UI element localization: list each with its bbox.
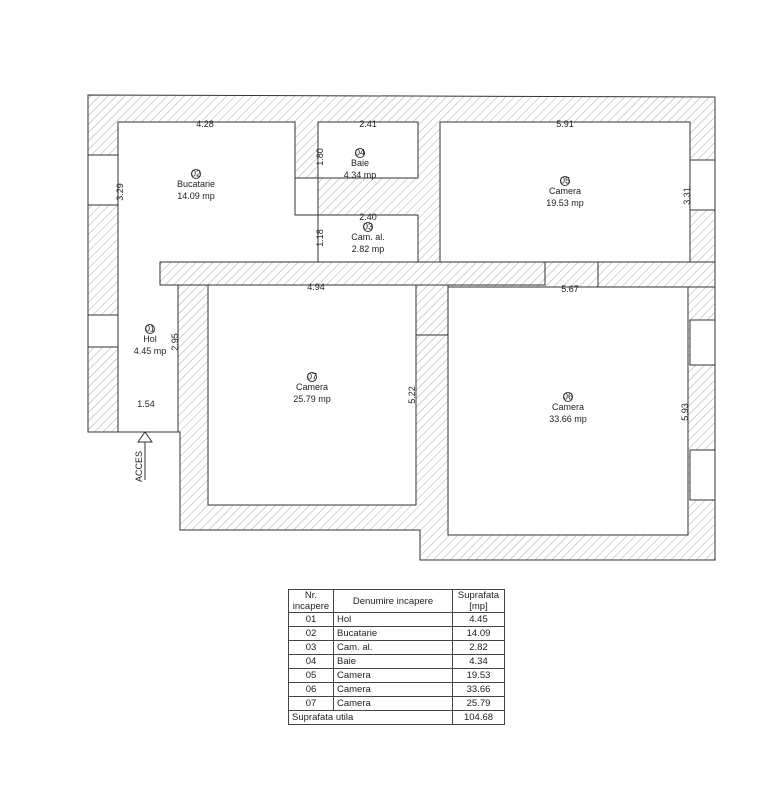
- svg-text:Camera: Camera: [549, 186, 581, 196]
- room-number-circle: [191, 169, 201, 179]
- interior-wall: [597, 261, 716, 288]
- svg-text:5.22: 5.22: [407, 386, 417, 404]
- svg-text:Cam. al.: Cam. al.: [351, 232, 385, 242]
- svg-text:Camera: Camera: [296, 382, 328, 392]
- total-value: 104.68: [452, 710, 505, 725]
- svg-text:1.80: 1.80: [315, 148, 325, 166]
- room-label: 04 Baie 4.34 mp: [344, 148, 377, 181]
- room-label: 07 Camera 25.79 mp: [293, 372, 331, 405]
- svg-text:5.91: 5.91: [556, 119, 574, 129]
- svg-text:2.40: 2.40: [359, 212, 377, 222]
- room-label: 03 Cam. al. 2.82 mp: [351, 222, 385, 255]
- svg-text:33.66 mp: 33.66 mp: [549, 414, 587, 424]
- interior-wall: [415, 284, 449, 336]
- header-nr: Nr. incapere: [288, 589, 334, 613]
- svg-text:Camera: Camera: [552, 402, 584, 412]
- header-area: Suprafata [mp]: [452, 589, 505, 613]
- svg-text:1.54: 1.54: [137, 399, 155, 409]
- room-camera-07: [207, 284, 417, 506]
- room-camera-05: [439, 121, 691, 263]
- svg-text:Baie: Baie: [351, 158, 369, 168]
- svg-text:4.34 mp: 4.34 mp: [344, 170, 377, 180]
- room-number-circle: [363, 222, 373, 232]
- room-label: 05 Camera 19.53 mp: [546, 176, 584, 209]
- room-number-circle: [563, 392, 573, 402]
- svg-text:06: 06: [563, 392, 573, 402]
- svg-text:02: 02: [191, 169, 201, 179]
- svg-text:4.45 mp: 4.45 mp: [134, 346, 167, 356]
- total-label: Suprafata utila: [288, 710, 453, 725]
- svg-text:1.18: 1.18: [315, 229, 325, 247]
- passage: [294, 177, 319, 216]
- room-number-circle: [307, 372, 317, 382]
- svg-text:2.82 mp: 2.82 mp: [352, 244, 385, 254]
- svg-text:05: 05: [560, 176, 570, 186]
- interior-wall: [159, 261, 546, 286]
- svg-text:01: 01: [145, 324, 155, 334]
- svg-text:25.79 mp: 25.79 mp: [293, 394, 331, 404]
- svg-text:14.09 mp: 14.09 mp: [177, 191, 215, 201]
- room-number-circle: [145, 324, 155, 334]
- access-label: ACCES: [134, 451, 144, 482]
- svg-text:4.94: 4.94: [307, 282, 325, 292]
- svg-text:2.95: 2.95: [170, 333, 180, 351]
- dimensions: 4.28 2.41 5.91 1.80 3.29 2.40 1.18 3.31 …: [115, 119, 692, 421]
- room-baie: [317, 121, 419, 179]
- svg-text:04: 04: [355, 148, 365, 158]
- svg-text:4.28: 4.28: [196, 119, 214, 129]
- windows: [87, 154, 716, 501]
- room-number-circle: [560, 176, 570, 186]
- svg-text:5.93: 5.93: [680, 403, 690, 421]
- room-label: 02 Bucatarie 14.09 mp: [177, 169, 215, 202]
- room-label: 01 Hol 4.45 mp: [134, 324, 167, 357]
- header-name: Denumire incapere: [333, 589, 453, 613]
- svg-text:3.31: 3.31: [682, 187, 692, 205]
- svg-text:03: 03: [363, 222, 373, 232]
- room-number-circle: [355, 148, 365, 158]
- svg-text:Bucatarie: Bucatarie: [177, 179, 215, 189]
- room-camera-06: [447, 286, 689, 536]
- room-label: 06 Camera 33.66 mp: [549, 392, 587, 425]
- access-arrow: [137, 431, 153, 480]
- svg-text:07: 07: [307, 372, 317, 382]
- svg-text:5.67: 5.67: [561, 284, 579, 294]
- svg-text:3.29: 3.29: [115, 183, 125, 201]
- svg-text:2.41: 2.41: [359, 119, 377, 129]
- svg-text:19.53 mp: 19.53 mp: [546, 198, 584, 208]
- svg-text:Hol: Hol: [143, 334, 157, 344]
